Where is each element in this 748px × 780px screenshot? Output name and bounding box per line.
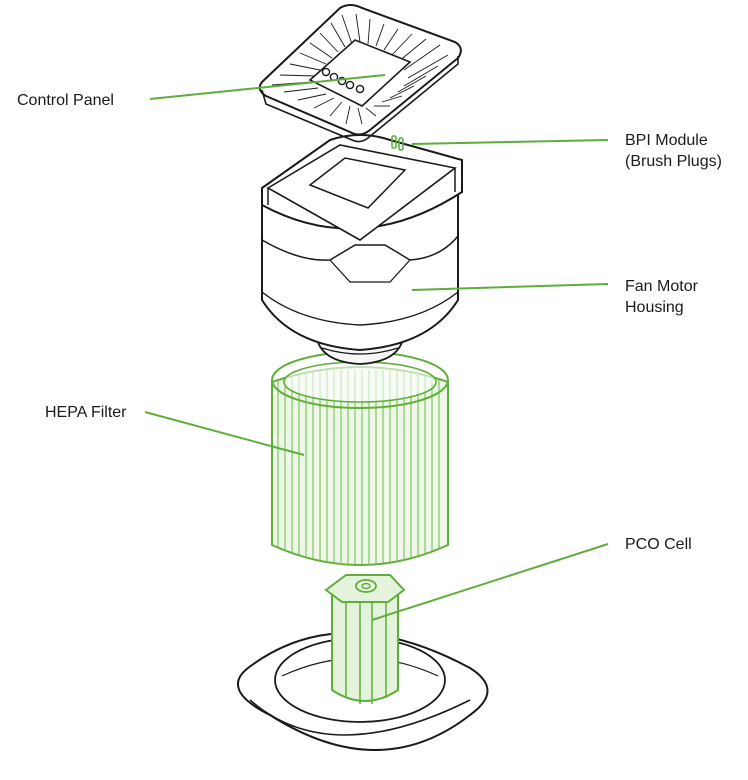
- label-fan-motor-line1: Fan Motor: [625, 278, 698, 295]
- leader-control-panel: [149, 74, 386, 100]
- label-hepa-filter: HEPA Filter: [45, 402, 127, 423]
- leader-fan-motor: [411, 283, 609, 291]
- leader-pco-cell: [371, 543, 609, 621]
- hepa-filter: [271, 351, 449, 566]
- label-hepa-filter-text: HEPA Filter: [45, 404, 127, 421]
- control-panel: [258, 4, 462, 143]
- label-pco-cell-text: PCO Cell: [625, 536, 692, 553]
- label-bpi-module-line1: BPI Module: [625, 132, 708, 149]
- label-bpi-module: BPI Module (Brush Plugs): [625, 130, 722, 172]
- label-fan-motor-line2: Housing: [625, 299, 684, 316]
- label-bpi-module-line2: (Brush Plugs): [625, 153, 722, 170]
- leader-hepa-filter: [144, 411, 305, 456]
- leader-bpi-module: [411, 139, 609, 145]
- leader-lines: [144, 74, 609, 621]
- fan-motor-housing: [261, 134, 463, 365]
- label-control-panel-text: Control Panel: [17, 92, 114, 109]
- label-control-panel: Control Panel: [17, 90, 114, 111]
- label-fan-motor-housing: Fan Motor Housing: [625, 276, 698, 318]
- pco-cell: [324, 574, 406, 704]
- label-pco-cell: PCO Cell: [625, 534, 692, 555]
